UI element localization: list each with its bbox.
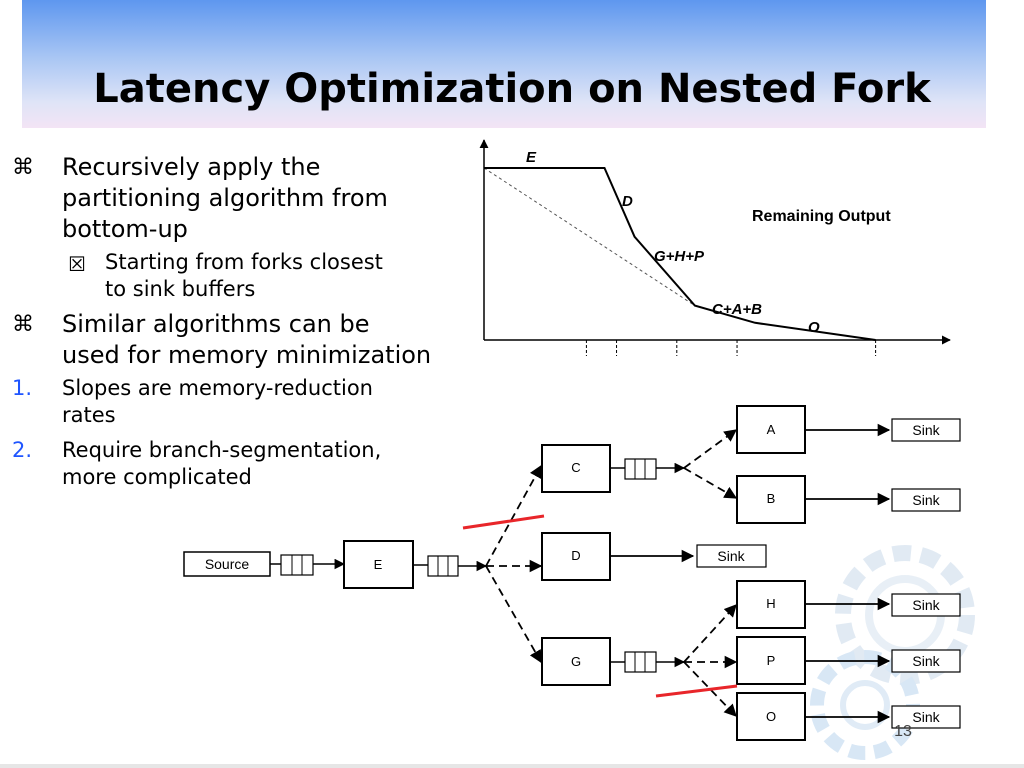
buffer-icon bbox=[624, 651, 657, 673]
bullet-line: Similar algorithms can be bbox=[62, 310, 370, 338]
bullet-list: ⌘ Recursively apply the partitioning alg… bbox=[12, 152, 462, 499]
bullet-line: rates bbox=[62, 403, 116, 427]
sink-label: Sink bbox=[717, 548, 745, 564]
bullet-recursive: ⌘ Recursively apply the partitioning alg… bbox=[12, 152, 462, 245]
bullet-line: partitioning algorithm from bbox=[62, 184, 388, 212]
operator-label-c: C bbox=[571, 460, 580, 475]
footer-bar bbox=[0, 764, 1024, 768]
item-number: 1. bbox=[12, 376, 33, 400]
sink-box bbox=[891, 705, 961, 729]
segment-label-ghp: G+H+P bbox=[654, 248, 705, 265]
bullet-similar: ⌘ Similar algorithms can be used for mem… bbox=[12, 309, 462, 371]
operator-label-p: P bbox=[767, 653, 776, 668]
buffer-icon bbox=[280, 554, 314, 576]
operator-label-a: A bbox=[767, 422, 776, 437]
operator-box-a bbox=[736, 405, 806, 454]
fork-diagram: Source E C bbox=[183, 405, 961, 741]
buffer-icon bbox=[427, 555, 459, 577]
operator-label-b: B bbox=[767, 491, 776, 506]
operator-box-g bbox=[541, 637, 611, 686]
item-number: 2. bbox=[12, 438, 33, 462]
sink-box bbox=[891, 593, 961, 617]
operator-box-p bbox=[736, 636, 806, 685]
bullet-line: more complicated bbox=[62, 465, 252, 489]
sink-label: Sink bbox=[912, 709, 940, 725]
operator-label-d: D bbox=[571, 548, 580, 563]
buffer-icon bbox=[624, 458, 657, 480]
source-box bbox=[183, 551, 271, 577]
operator-label-e: E bbox=[374, 557, 383, 572]
sink-box bbox=[891, 488, 961, 512]
segment-label-d: D bbox=[622, 193, 633, 210]
bullet-line: to sink buffers bbox=[105, 277, 256, 301]
operator-label-h: H bbox=[766, 596, 775, 611]
bullet-line: Slopes are memory-reduction bbox=[62, 376, 373, 400]
sink-label: Sink bbox=[912, 422, 940, 438]
segment-label-o: O bbox=[808, 319, 820, 336]
bullet-line: Starting from forks closest bbox=[105, 250, 383, 274]
numbered-item-1: 1. Slopes are memory-reduction rates bbox=[12, 375, 462, 429]
page-number: 13 bbox=[894, 723, 912, 740]
bullet-line: Require branch-segmentation, bbox=[62, 438, 382, 462]
bullet-line: Recursively apply the bbox=[62, 153, 321, 181]
operator-box-c bbox=[541, 444, 611, 493]
segment-label-cab: C+A+B bbox=[712, 301, 762, 318]
checkbox-icon: ☒ bbox=[68, 252, 86, 276]
header-banner bbox=[22, 0, 986, 128]
operator-label-g: G bbox=[571, 654, 581, 669]
x-tick-group bbox=[585, 340, 877, 356]
sub-bullet-starting: ☒ Starting from forks closest to sink bu… bbox=[12, 249, 462, 303]
bullet-line: bottom-up bbox=[62, 215, 188, 243]
numbered-item-2: 2. Require branch-segmentation, more com… bbox=[12, 437, 462, 491]
sink-box bbox=[696, 544, 767, 568]
source-label: Source bbox=[205, 556, 250, 572]
slide-title: Latency Optimization on Nested Fork bbox=[93, 66, 931, 112]
operator-box-h bbox=[736, 580, 806, 629]
segment-label-e: E bbox=[526, 149, 537, 166]
axis-label-remaining-output: Remaining Output bbox=[752, 208, 891, 225]
cut-line-top bbox=[462, 514, 545, 530]
remaining-output-line bbox=[484, 167, 876, 341]
command-key-icon: ⌘ bbox=[12, 155, 34, 180]
sink-label: Sink bbox=[912, 597, 940, 613]
command-key-icon: ⌘ bbox=[12, 312, 34, 337]
sink-box bbox=[891, 418, 961, 442]
latency-chart: E D G+H+P C+A+B O Remaining Output bbox=[479, 139, 951, 356]
bullet-line: used for memory minimization bbox=[62, 341, 432, 369]
reference-dashed-line bbox=[483, 167, 696, 307]
operator-label-o: O bbox=[766, 709, 776, 724]
sink-label: Sink bbox=[912, 653, 940, 669]
operator-box-e bbox=[343, 540, 414, 589]
sink-label: Sink bbox=[912, 492, 940, 508]
sink-box bbox=[891, 649, 961, 673]
cut-line-bottom bbox=[655, 684, 738, 698]
